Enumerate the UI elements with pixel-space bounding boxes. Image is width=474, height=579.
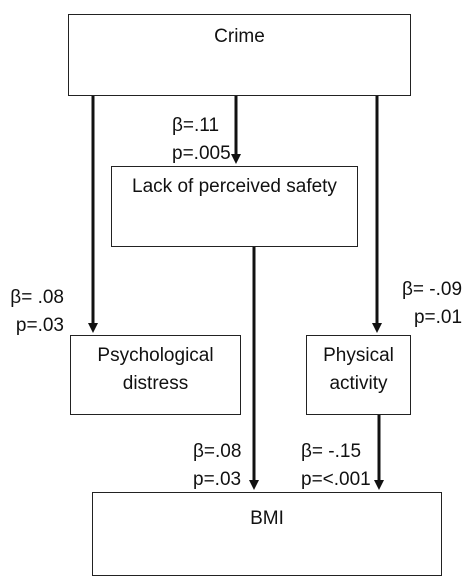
- beta-crime-to-safety: β=.11: [172, 115, 220, 136]
- p-crime-to-activity: p=.01: [413, 307, 463, 328]
- coef-safety-to-bmi: β=.08 p=.03: [193, 438, 241, 494]
- coef-crime-to-distress: β= .08 p=.03: [10, 284, 64, 340]
- perceived-safety-label: Lack of perceived safety: [132, 176, 337, 197]
- distress-label-line2: distress: [122, 373, 189, 394]
- beta-crime-to-activity: β= -.09: [402, 279, 463, 300]
- activity-label-line1: Physical: [323, 345, 394, 366]
- psychological-distress-node: Psychological distress: [70, 335, 241, 415]
- beta-crime-to-distress: β= .08: [10, 287, 64, 308]
- coef-crime-to-activity: β= -.09 p=.01: [402, 276, 462, 332]
- beta-safety-to-bmi: β=.08: [193, 441, 242, 462]
- beta-activity-to-bmi: β= -.15: [301, 441, 362, 462]
- bmi-node: BMI: [92, 492, 442, 576]
- p-safety-to-bmi: p=.03: [193, 469, 242, 490]
- coef-activity-to-bmi: β= -.15 p=<.001: [301, 438, 371, 494]
- coef-crime-to-safety: β=.11 p=.005: [172, 112, 231, 168]
- perceived-safety-node: Lack of perceived safety: [111, 166, 358, 247]
- distress-label-line1: Psychological: [97, 345, 214, 366]
- activity-label-line2: activity: [329, 373, 388, 394]
- p-crime-to-safety: p=.005: [172, 143, 231, 164]
- crime-label: Crime: [214, 26, 265, 47]
- bmi-label: BMI: [250, 508, 284, 529]
- p-activity-to-bmi: p=<.001: [301, 469, 371, 490]
- crime-node: Crime: [68, 14, 411, 96]
- psychological-distress-label: Psychological distress: [71, 342, 240, 398]
- p-crime-to-distress: p=.03: [15, 315, 64, 336]
- physical-activity-node: Physical activity: [306, 335, 411, 415]
- physical-activity-label: Physical activity: [307, 342, 410, 398]
